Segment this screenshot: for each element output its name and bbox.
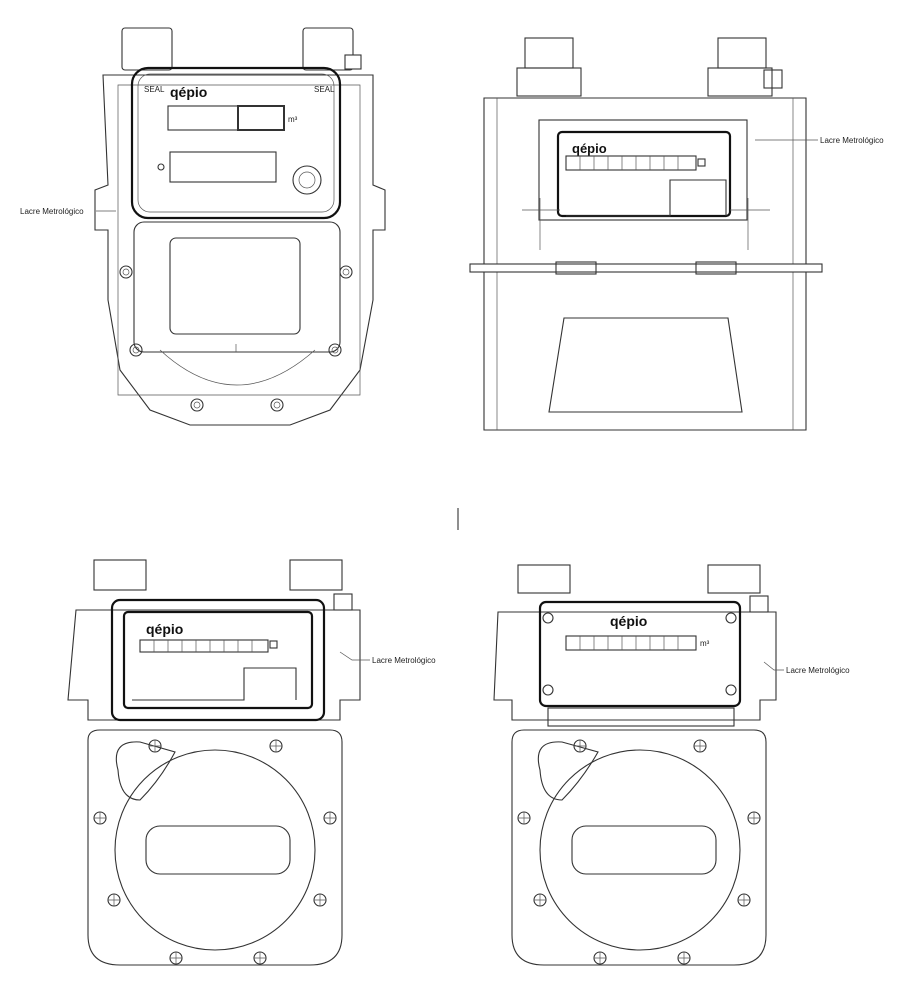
view-d-meter: qépio m³ Lacre Metrológico	[493, 564, 850, 966]
electronic-head-frame	[110, 598, 326, 722]
chamber-lobe	[115, 741, 176, 801]
counter-digits	[579, 156, 679, 170]
electronic-head	[130, 66, 342, 220]
inlet-pipe	[524, 37, 574, 69]
electronic-head	[538, 600, 742, 708]
meter-lower-body	[511, 729, 767, 966]
inlet-pipe	[121, 27, 173, 71]
seal-plug	[763, 69, 783, 89]
screw-icon	[593, 951, 607, 965]
brand-logo: qépio	[610, 613, 647, 629]
chamber-lobe	[537, 741, 599, 801]
outlet-pipe	[302, 27, 354, 71]
head-inner-frame	[137, 73, 335, 213]
head-base-plate	[547, 707, 735, 727]
callout-label: Lacre Metrológico	[20, 207, 84, 216]
push-button-inner	[298, 171, 316, 189]
meter-upper-body	[493, 611, 777, 721]
meter-upper-body	[67, 609, 361, 721]
bolt-icon	[542, 684, 554, 696]
chamber-window	[571, 825, 717, 875]
screw-icon	[533, 893, 547, 907]
base-trapezoid	[548, 317, 743, 413]
screw-icon	[693, 739, 707, 753]
callout-leader	[339, 651, 370, 661]
screw-icon	[107, 893, 121, 907]
view-c-meter: qépio Lacre Metrológico	[67, 559, 436, 966]
seal-mark: SEAL	[314, 85, 335, 94]
screw-icon	[737, 893, 751, 907]
measuring-chamber	[539, 749, 741, 951]
screw-icon	[573, 739, 587, 753]
meter-lower-body	[87, 729, 343, 966]
outlet-pipe	[717, 37, 767, 69]
brand-logo: qépio	[572, 141, 607, 156]
lower-cover	[133, 221, 341, 353]
bolt-icon	[119, 265, 133, 279]
bolt-icon	[542, 612, 554, 624]
bolt-icon	[270, 398, 284, 412]
bolt-icon	[129, 343, 143, 357]
outlet-pipe	[289, 559, 343, 591]
head-frame	[538, 119, 748, 221]
brand-logo: qépio	[170, 84, 207, 100]
counter-digits	[579, 636, 679, 650]
bolt-icon	[725, 684, 737, 696]
screw-icon	[747, 811, 761, 825]
inner-body	[117, 84, 361, 396]
inlet-pipe	[93, 559, 147, 591]
view-a-smart-meter: qépio SEAL SEAL m³ Lacre Metrológico	[20, 27, 386, 426]
counter-display	[167, 105, 285, 131]
screw-icon	[517, 811, 531, 825]
status-led	[157, 163, 165, 171]
counter-display	[139, 639, 269, 653]
seal-mark: SEAL	[144, 85, 165, 94]
seal-plug	[749, 595, 769, 613]
screw-icon	[253, 951, 267, 965]
screw-icon	[269, 739, 283, 753]
bolt-icon	[190, 398, 204, 412]
view-b-meter: qépio Lacre Metrológico	[469, 37, 884, 431]
callout-leader	[763, 661, 784, 671]
screw-icon	[148, 739, 162, 753]
bolt-icon	[339, 265, 353, 279]
measuring-chamber	[114, 749, 316, 951]
flange-plate	[469, 263, 823, 273]
screw-icon	[93, 811, 107, 825]
screw-icon	[169, 951, 183, 965]
counter-display	[565, 635, 697, 651]
lower-window	[169, 237, 301, 335]
callout-label: Lacre Metrológico	[786, 666, 850, 675]
seal-plug	[344, 54, 362, 70]
callout-label: Lacre Metrológico	[820, 136, 884, 145]
inlet-pipe	[517, 564, 571, 594]
meter-body	[94, 74, 386, 426]
unit-label: m³	[288, 115, 298, 124]
brand-logo: qépio	[146, 621, 183, 637]
unit-label: m³	[700, 639, 710, 648]
push-button	[292, 165, 322, 195]
seal-plug	[333, 593, 353, 611]
electronic-head	[122, 610, 314, 710]
lcd-display	[169, 151, 277, 183]
chamber-window	[145, 825, 291, 875]
counter-digits	[153, 640, 253, 652]
screw-icon	[313, 893, 327, 907]
bolt-icon	[725, 612, 737, 624]
counter-display	[565, 155, 697, 171]
screw-icon	[677, 951, 691, 965]
callout-label: Lacre Metrológico	[372, 656, 436, 665]
outlet-pipe	[707, 564, 761, 594]
screw-icon	[323, 811, 337, 825]
counter-decimal-window	[237, 105, 285, 131]
bolt-icon	[328, 343, 342, 357]
meter-body	[483, 97, 807, 431]
